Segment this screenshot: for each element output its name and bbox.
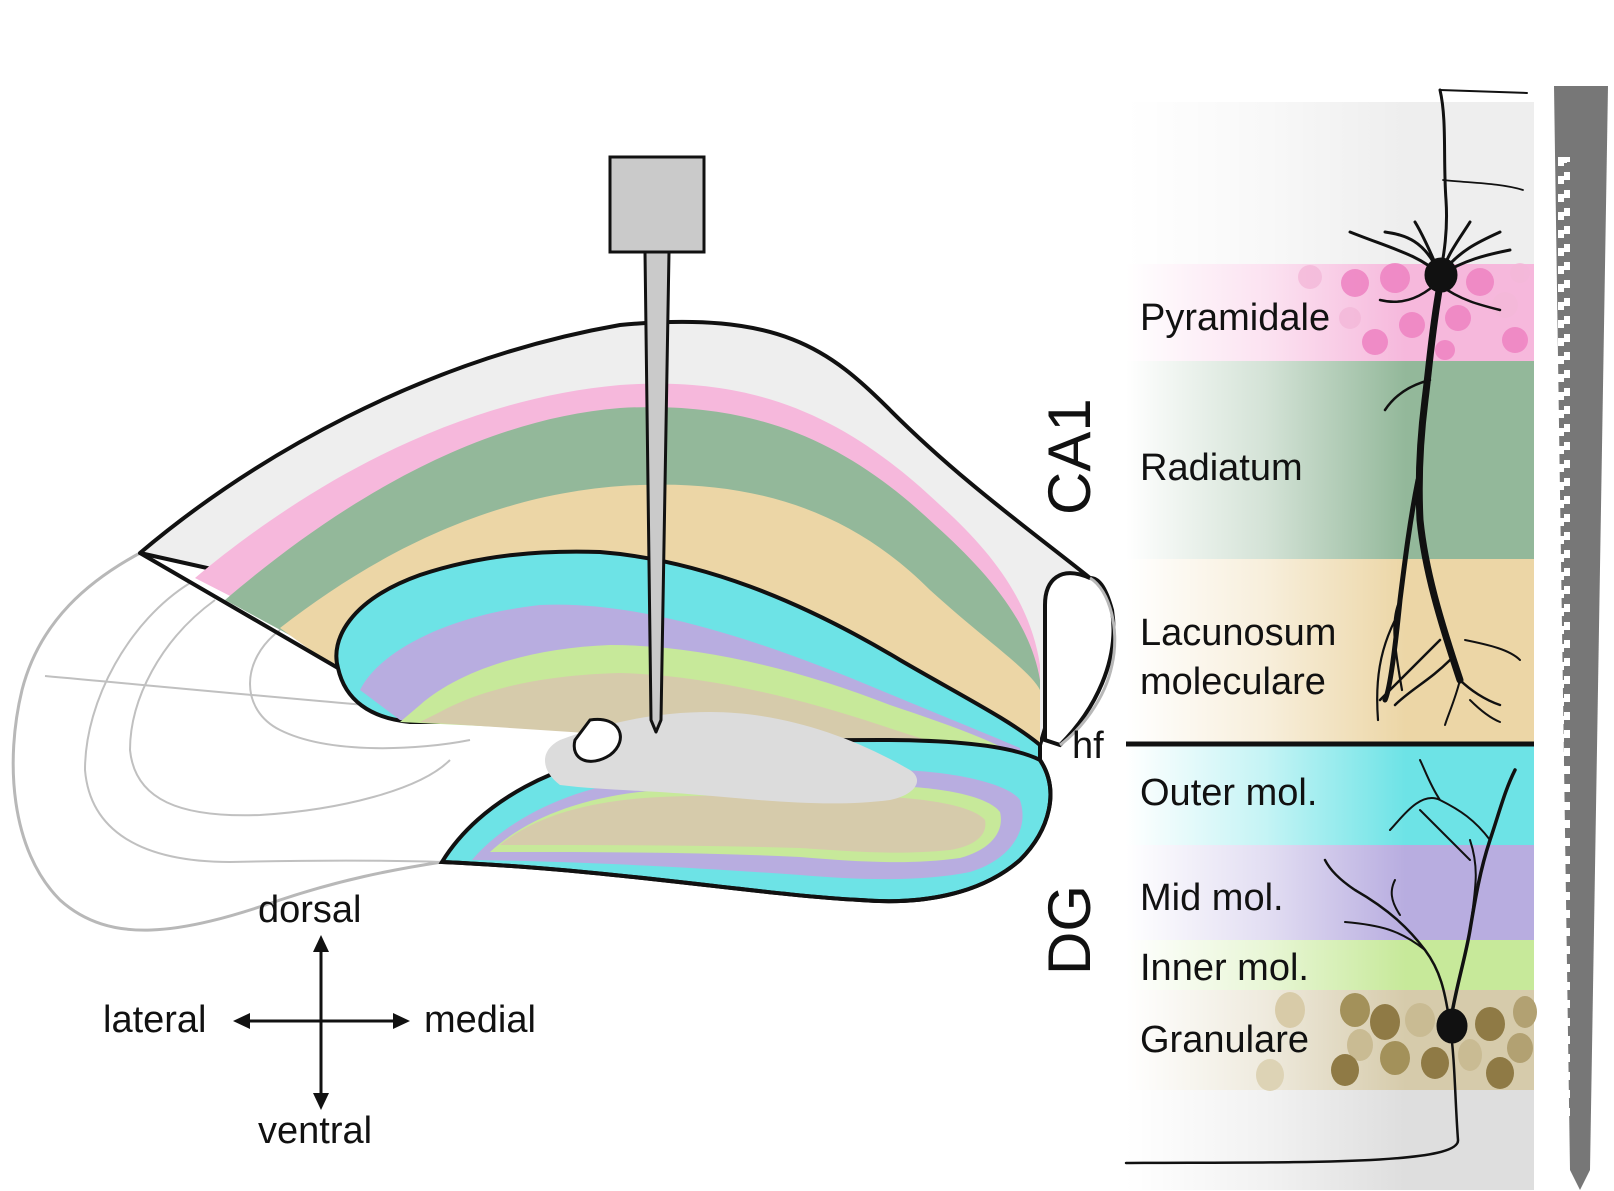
dg-lower-outline	[441, 758, 1053, 904]
medial-label: medial	[424, 999, 536, 1041]
label-inner-mol: Inner mol.	[1140, 947, 1309, 989]
fissure-label: hf	[1072, 725, 1104, 767]
label-granulare: Granulare	[1140, 1019, 1309, 1061]
layer-column: hf Pyramidale Radiatum Lacunosum molecul…	[1072, 88, 1537, 1191]
ca1-label: CA1	[1036, 398, 1103, 515]
tissue-inner-line-2	[128, 599, 451, 817]
granule-somata	[1256, 992, 1537, 1091]
fissure-lobe-gray-edge	[1059, 576, 1117, 747]
ventral-label: ventral	[258, 1110, 372, 1152]
dg-crest-notch	[572, 717, 622, 763]
hippocampus-section	[11, 319, 1117, 932]
label-lacunosum-1: Lacunosum	[1140, 612, 1336, 654]
label-lacunosum-2: moleculare	[1140, 661, 1326, 703]
dorsal-label: dorsal	[258, 889, 362, 931]
granule-neuron	[1124, 759, 1517, 1165]
dg-lower-gcl-band	[500, 795, 986, 853]
pyramidal-somata	[1341, 263, 1528, 360]
tissue-inner-line-1	[83, 582, 443, 864]
tissue-inner-line-3	[249, 629, 471, 750]
silicon-probe	[608, 155, 706, 734]
label-outer-mol: Outer mol.	[1140, 772, 1317, 814]
lateral-label: lateral	[103, 999, 207, 1041]
probe-shank	[643, 250, 671, 734]
recording-sites	[1558, 157, 1570, 1123]
label-pyramidale: Pyramidale	[1140, 297, 1330, 339]
ca1-base-boundary	[138, 551, 340, 670]
pyramidal-neuron	[1348, 88, 1528, 726]
label-radiatum: Radiatum	[1140, 447, 1303, 489]
orientation-compass: dorsal ventral lateral medial	[103, 889, 536, 1152]
dg-hilus	[545, 712, 918, 804]
dg-label: DG	[1036, 885, 1103, 975]
fissure-lobe	[1042, 571, 1116, 748]
label-mid-mol: Mid mol.	[1140, 877, 1284, 919]
pyramidal-somata-faint	[1298, 263, 1530, 329]
probe-base	[608, 155, 706, 254]
probe-recording-shank	[1554, 86, 1608, 1190]
